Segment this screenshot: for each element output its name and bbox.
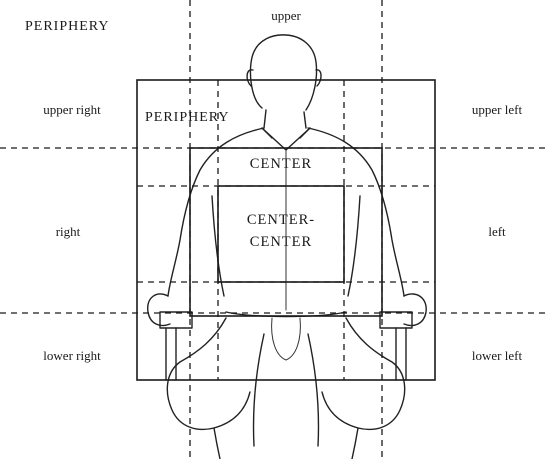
- upper-left-label: upper left: [472, 102, 523, 117]
- center-label: CENTER: [250, 156, 312, 172]
- periphery-outer-label: PERIPHERY: [25, 19, 109, 34]
- center-center-label-line1: CENTER-: [247, 212, 315, 228]
- upper-label: upper: [271, 8, 301, 23]
- lower-left-label: lower left: [472, 348, 523, 363]
- upper-right-label: upper right: [43, 102, 101, 117]
- lower-right-label: lower right: [43, 348, 101, 363]
- left-label: left: [488, 224, 506, 239]
- right-label: right: [56, 224, 81, 239]
- center-center-label-line2: CENTER: [250, 234, 312, 250]
- periphery-inner-label: PERIPHERY: [145, 110, 229, 125]
